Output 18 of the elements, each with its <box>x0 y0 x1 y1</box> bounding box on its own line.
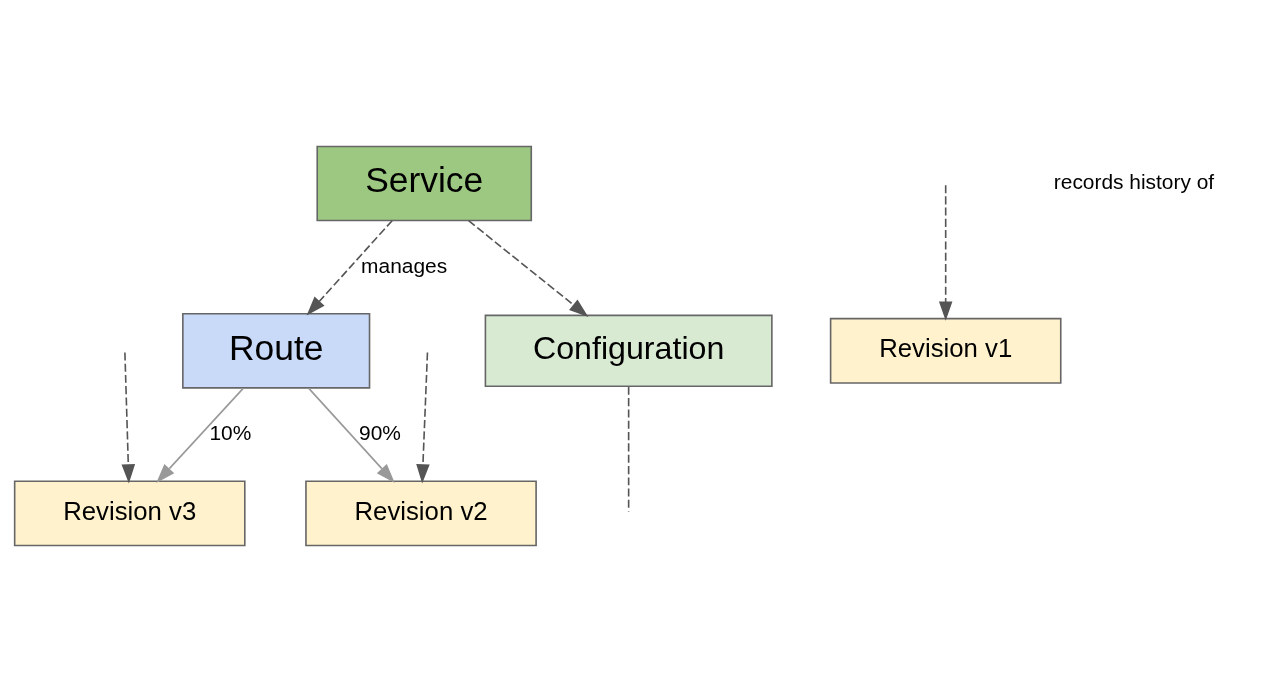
node-box: Configuration <box>484 314 773 387</box>
arrow <box>121 351 136 484</box>
node-box: Revision v2 <box>305 479 537 546</box>
arrow <box>306 219 393 315</box>
edge-label: manages <box>361 253 448 277</box>
node-box: Service <box>316 145 533 221</box>
node-box: Revision v3 <box>13 479 246 546</box>
arrow <box>467 219 589 317</box>
node-box: Revision v1 <box>829 317 1062 384</box>
arrow <box>308 387 395 483</box>
node-box: Route <box>182 312 371 389</box>
edge-label: 10% <box>209 420 252 444</box>
label: records history of <box>1053 169 1215 193</box>
arrow <box>156 387 244 483</box>
edge-label: 90% <box>359 420 401 444</box>
connector <box>627 385 630 512</box>
arrow <box>938 183 953 321</box>
arrow <box>416 351 430 484</box>
